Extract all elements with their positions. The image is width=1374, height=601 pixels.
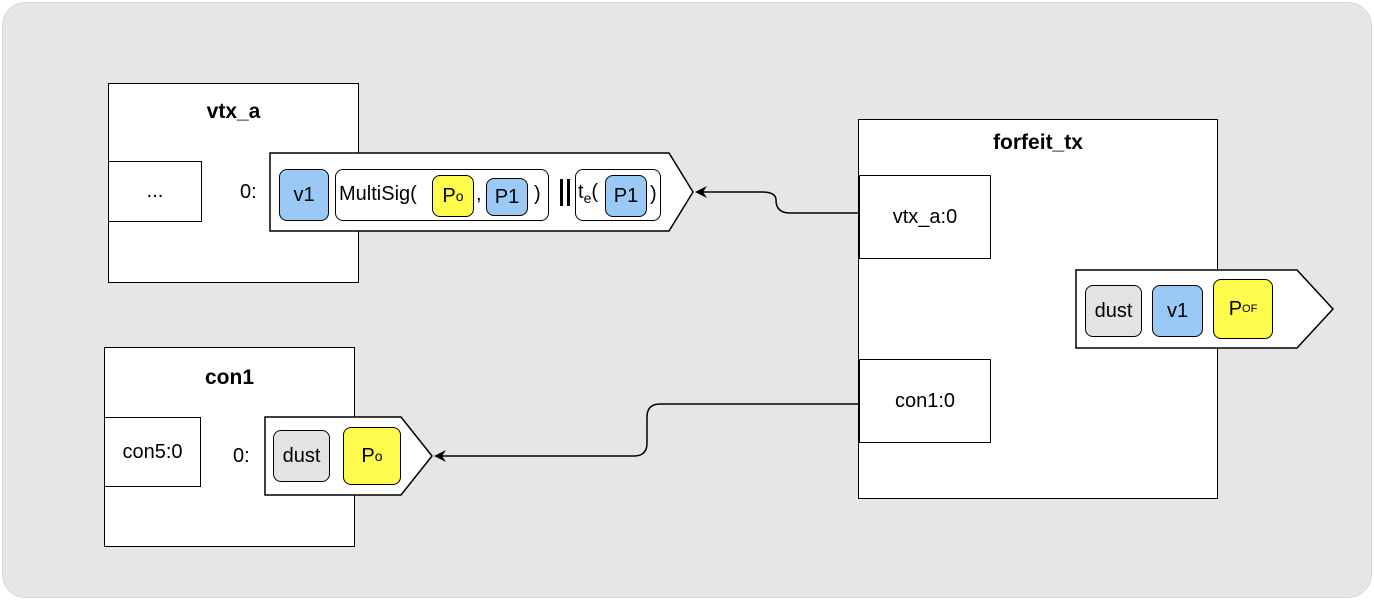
input-vtx-a: ... bbox=[108, 161, 202, 222]
amount-chip-forfeit: v1 bbox=[1152, 285, 1203, 337]
tx-title-vtx-a: vtx_a bbox=[206, 100, 261, 123]
edge-con1-to-forfeit bbox=[434, 403, 858, 462]
key-po-label: P bbox=[442, 184, 456, 207]
comma-label: , bbox=[476, 183, 482, 205]
tx-title-con1: con1 bbox=[204, 366, 254, 389]
edge-vtx-a-to-forfeit bbox=[695, 186, 858, 214]
key-po-con1-label: P bbox=[361, 444, 375, 467]
timelock-close-paren: ) bbox=[650, 183, 657, 205]
timelock-open-paren: ( bbox=[591, 181, 599, 203]
amount-chip-vtx-a: v1 bbox=[279, 169, 329, 221]
timelock-subscript: e bbox=[583, 190, 592, 206]
key-pof-subscript: OF bbox=[1242, 303, 1258, 315]
tx-title-forfeit-tx: forfeit_tx bbox=[993, 131, 1083, 154]
multisig-fn-label: MultiSig( bbox=[339, 183, 417, 205]
output-index-con1: 0: bbox=[233, 445, 250, 467]
timelock-label: te( bbox=[578, 181, 598, 206]
dust-chip-con1: dust bbox=[273, 430, 330, 482]
key-chip-p1-multisig: P1 bbox=[486, 178, 528, 216]
output-index-vtx-a: 0: bbox=[240, 181, 257, 203]
multisig-close-paren: ) bbox=[534, 183, 541, 205]
or-bar-2 bbox=[567, 179, 570, 206]
or-bar-1 bbox=[560, 179, 563, 206]
key-po-con1-subscript: o bbox=[374, 448, 383, 464]
key-po-subscript: o bbox=[455, 188, 464, 204]
dust-chip-forfeit: dust bbox=[1085, 285, 1142, 337]
input-forfeit-con1: con1:0 bbox=[859, 359, 991, 443]
timelock-t: t bbox=[578, 181, 584, 203]
input-forfeit-vtx-a: vtx_a:0 bbox=[859, 175, 991, 259]
key-chip-p1-timelock: P1 bbox=[605, 175, 647, 217]
key-pof-label: P bbox=[1228, 297, 1243, 320]
input-con1: con5:0 bbox=[104, 417, 201, 487]
